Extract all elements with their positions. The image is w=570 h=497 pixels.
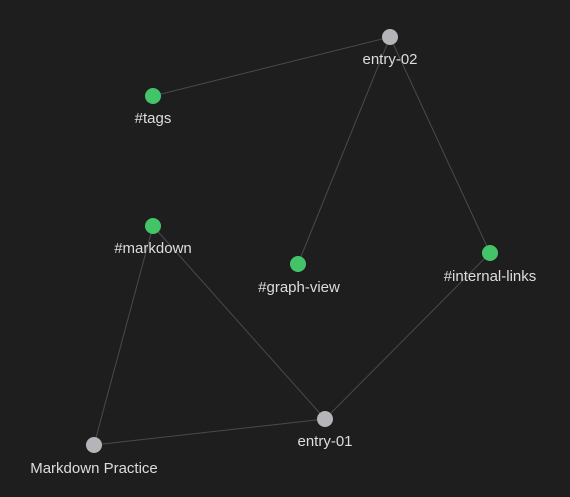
graph-edge-markdown-practice-entry-01 (93, 418, 326, 446)
graph-node-dot[interactable] (86, 437, 102, 453)
graph-edge-entry-02-internal-links (389, 36, 491, 254)
graph-node-entry-02[interactable]: entry-02 (362, 29, 418, 68)
graph-node-label: entry-01 (297, 433, 352, 450)
graph-node-dot[interactable] (482, 245, 498, 261)
graph-node-graph-view[interactable]: #graph-view (258, 256, 340, 296)
graph-node-dot[interactable] (145, 218, 161, 234)
graph-node-tags[interactable]: #tags (135, 88, 172, 127)
graph-node-dot[interactable] (317, 411, 333, 427)
graph-node-label: entry-02 (362, 51, 417, 68)
graph-node-dot[interactable] (145, 88, 161, 104)
graph-node-dot[interactable] (382, 29, 398, 45)
graph-edge-entry-02-graph-view (297, 36, 391, 265)
graph-node-markdown[interactable]: #markdown (114, 218, 192, 257)
graph-node-internal-links[interactable]: #internal-links (444, 245, 537, 285)
graph-node-label: #markdown (114, 240, 192, 257)
graph-node-markdown-practice[interactable]: Markdown Practice (30, 437, 158, 477)
graph-node-label: #tags (135, 110, 172, 127)
graph-node-dot[interactable] (290, 256, 306, 272)
graph-node-label: Markdown Practice (30, 460, 158, 477)
graph-node-label: #internal-links (444, 268, 537, 285)
graph-edge-internal-links-entry-01 (324, 252, 491, 420)
graph-node-label: #graph-view (258, 279, 340, 296)
graph-edge-markdown-markdown-practice (93, 225, 154, 446)
edges-layer (93, 36, 491, 446)
graph-node-entry-01[interactable]: entry-01 (297, 411, 353, 450)
graph-edge-markdown-entry-01 (152, 225, 326, 420)
nodes-layer: entry-02 #tags #markdown #graph-view #intern… (30, 29, 536, 477)
graph-edge-entry-02-tags (152, 36, 391, 97)
